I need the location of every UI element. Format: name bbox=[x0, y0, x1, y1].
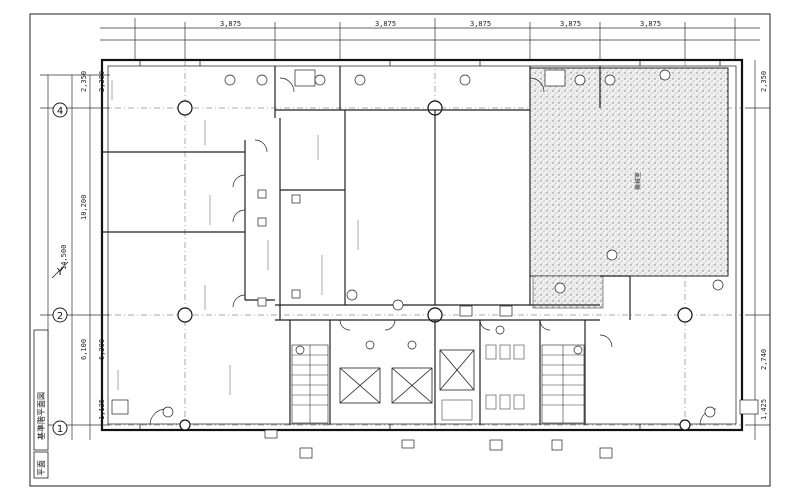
top-dimension-texts: 3,875 3,875 3,875 3,875 3,875 bbox=[220, 20, 661, 28]
title-block: 基準階平面図 平面 bbox=[33, 329, 49, 479]
svg-text:2,350: 2,350 bbox=[80, 71, 88, 92]
drawing-frame bbox=[29, 13, 771, 487]
interior-partitions bbox=[102, 66, 631, 425]
mechanical-room-lower bbox=[532, 275, 604, 309]
mechanical-room-label: 機械室 bbox=[634, 172, 642, 190]
svg-text:2: 2 bbox=[57, 311, 63, 322]
toilet-fixtures bbox=[441, 344, 525, 421]
equipment-symbols bbox=[162, 69, 724, 418]
grid-axis-2: 2 bbox=[52, 307, 68, 323]
svg-text:3,875: 3,875 bbox=[640, 20, 661, 28]
stair-core-left bbox=[291, 344, 329, 424]
svg-text:4: 4 bbox=[57, 106, 63, 117]
svg-text:2,350: 2,350 bbox=[760, 71, 768, 92]
building-inner-outline bbox=[107, 65, 737, 425]
svg-text:3,875: 3,875 bbox=[375, 20, 396, 28]
left-dimension-chain bbox=[40, 74, 110, 440]
mechanical-room bbox=[529, 67, 729, 277]
bottom-landings bbox=[111, 399, 759, 459]
top-dimension-chain bbox=[100, 18, 760, 60]
svg-text:1: 1 bbox=[57, 424, 63, 435]
right-dimension-chain bbox=[745, 60, 770, 440]
sheet-title: 基準階平面図 bbox=[36, 392, 46, 440]
svg-text:10,200: 10,200 bbox=[80, 195, 88, 220]
svg-text:1,425: 1,425 bbox=[760, 399, 768, 420]
svg-text:3,875: 3,875 bbox=[220, 20, 241, 28]
right-dimension-texts: 2,350 2,740 1,425 bbox=[760, 71, 768, 420]
north-arrow-mark: Y bbox=[51, 261, 69, 279]
grid-axis-1: 1 bbox=[52, 420, 68, 436]
building-outline bbox=[100, 58, 744, 432]
svg-text:3,875: 3,875 bbox=[470, 20, 491, 28]
room-annotations bbox=[111, 80, 359, 395]
window-marks bbox=[139, 60, 721, 430]
elevator-shafts bbox=[339, 349, 475, 404]
equipment-boxes bbox=[257, 69, 566, 317]
svg-text:2,740: 2,740 bbox=[760, 349, 768, 370]
left-dimension-texts: 2,350 2,300 10,200 6,100 6,200 1,125 14,… bbox=[60, 71, 106, 420]
svg-text:6,100: 6,100 bbox=[80, 339, 88, 360]
overall-dimension: 14,500 bbox=[60, 245, 68, 270]
grid-axis-4: 4 bbox=[52, 102, 68, 118]
svg-text:Y: Y bbox=[56, 267, 64, 278]
svg-text:3,875: 3,875 bbox=[560, 20, 581, 28]
stair-core-right bbox=[541, 344, 585, 424]
sheet-ref: 平面 bbox=[37, 460, 46, 476]
